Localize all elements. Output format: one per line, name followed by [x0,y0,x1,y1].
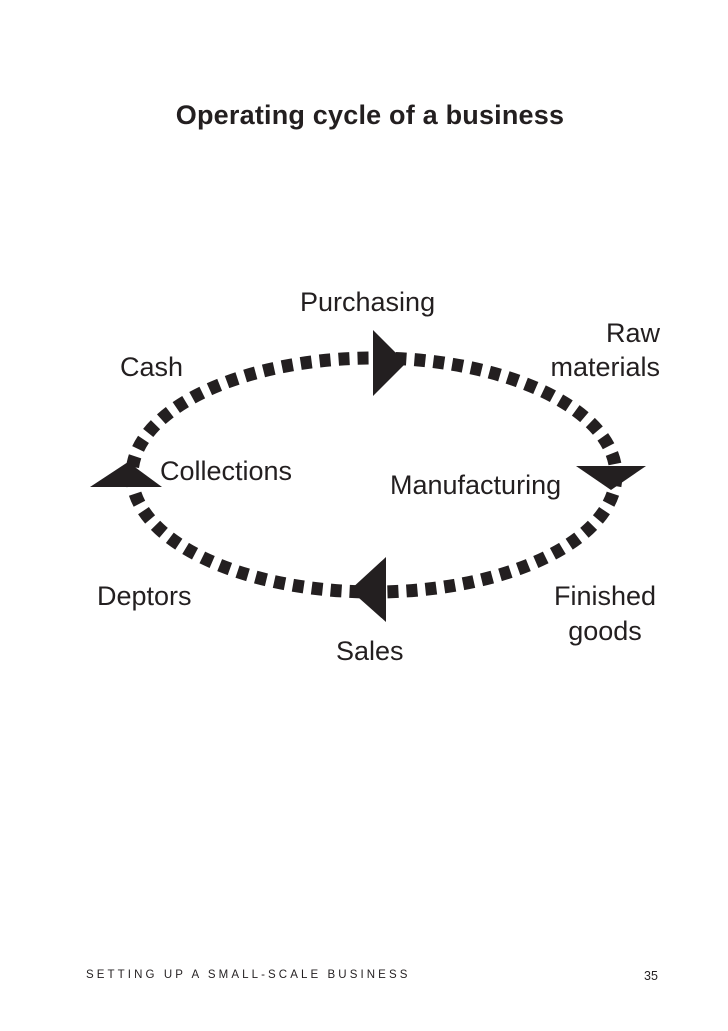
label-cash: Cash [120,352,184,382]
label-finished-goods-line2: goods [568,616,642,646]
label-sales: Sales [336,636,404,666]
label-raw-materials-line2: materials [550,352,660,382]
arrow-down-icon [576,466,646,490]
label-deptors: Deptors [97,581,192,611]
footer-book-title: SETTING UP A SMALL-SCALE BUSINESS [86,969,411,981]
label-manufacturing: Manufacturing [390,470,562,500]
page-title: Operating cycle of a business [175,100,565,130]
label-raw-materials-line1: Raw [605,318,660,348]
label-finished-goods-line1: Finished [553,581,657,611]
arrow-right-icon [373,330,406,396]
arrow-left-icon [350,557,386,622]
arrow-up-icon [90,462,162,487]
label-purchasing: Purchasing [300,287,436,317]
label-collections: Collections [160,456,293,486]
page-number: 35 [644,969,658,983]
